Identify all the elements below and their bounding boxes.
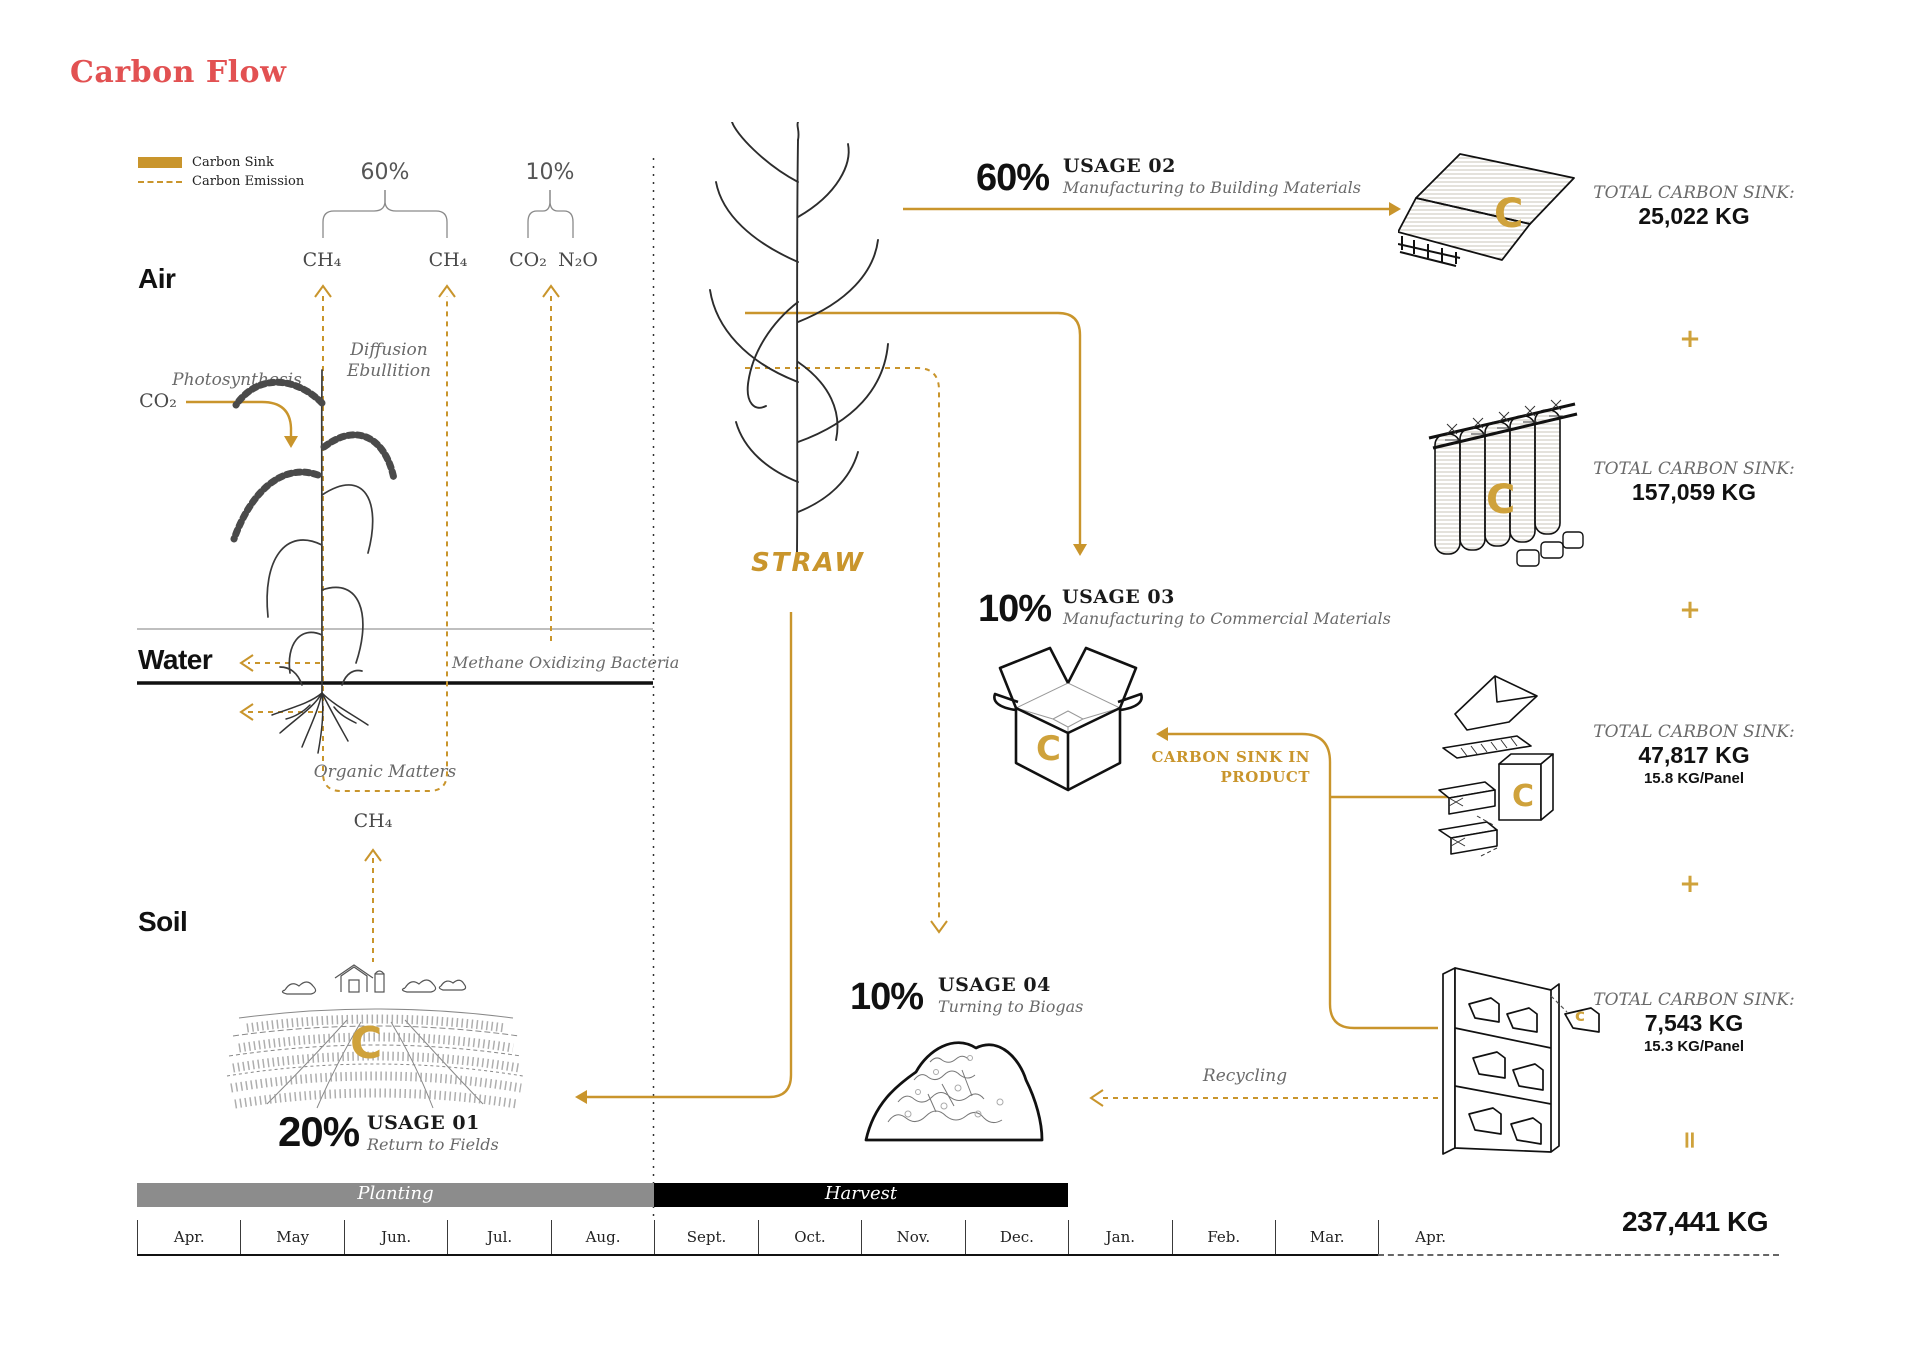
ch4-soil-label: CH₄	[353, 810, 393, 832]
page-title: Carbon Flow	[70, 55, 287, 90]
usage02-desc: Manufacturing to Building Materials	[1063, 178, 1361, 197]
photosynthesis-arrow	[186, 400, 293, 438]
carbon-logo-roof: C	[1494, 191, 1524, 237]
plus-operator-1: +	[1679, 324, 1701, 354]
sink1-label: TOTAL CARBON SINK:	[1593, 183, 1795, 203]
sink2-value: 157,059 KG	[1631, 479, 1757, 505]
product-elbow	[1165, 732, 1438, 1030]
straw-wall-icon	[1428, 399, 1584, 567]
solid-arrowheads	[284, 202, 1401, 1104]
legend-emission-label: Carbon Emission	[192, 174, 305, 189]
usage02-id: USAGE 02	[1063, 155, 1176, 177]
carbon-logo-shelf: c	[1575, 1006, 1586, 1026]
bracket-10pct	[527, 190, 574, 238]
recycling-label: Recycling	[1202, 1066, 1288, 1086]
usage02-pct: 60%	[976, 157, 1050, 199]
straw-plant-illustration	[709, 122, 889, 553]
month-dec: Dec.	[964, 1220, 1068, 1255]
legend-emission-swatch	[138, 181, 182, 183]
sink3-per-panel: 15.8 KG/Panel	[1643, 770, 1745, 787]
month-row: Apr. May Jun. Jul. Aug. Sept. Oct. Nov. …	[137, 1220, 1482, 1255]
planting-bar: Planting	[137, 1183, 654, 1207]
month-apr2: Apr.	[1378, 1220, 1481, 1255]
grand-total: 237,441 KG	[1622, 1206, 1769, 1237]
timeline-baseline-solid	[137, 1254, 1378, 1256]
organic-matters-loop	[322, 296, 448, 792]
usage03-pct: 10%	[978, 588, 1052, 630]
usage04-pct: 10%	[850, 976, 924, 1018]
n2o-label: N₂O	[558, 249, 598, 271]
roof-panel-icon	[1398, 153, 1575, 267]
co2-label: CO₂	[509, 249, 547, 271]
legend-sink-label: Carbon Sink	[192, 155, 274, 170]
month-oct: Oct.	[757, 1220, 861, 1255]
month-feb: Feb.	[1171, 1220, 1275, 1255]
month-jul: Jul.	[447, 1220, 550, 1255]
month-sept: Sept.	[654, 1220, 757, 1255]
bracket-60pct	[322, 190, 448, 238]
usage01-desc: Return to Fields	[367, 1135, 499, 1154]
sink4-per-panel: 15.3 KG/Panel	[1643, 1038, 1745, 1055]
sink1-value: 25,022 KG	[1638, 203, 1750, 229]
plus-operator-2: +	[1679, 595, 1701, 625]
carbon-sink-in-product-line1: CARBON SINK IN	[1151, 748, 1310, 766]
chevron-arrowheads	[239, 284, 1104, 1107]
month-jan: Jan.	[1068, 1220, 1171, 1255]
usage03-elbow	[745, 311, 1082, 546]
sink3-label: TOTAL CARBON SINK:	[1593, 722, 1795, 742]
usage04-desc: Turning to Biogas	[938, 997, 1084, 1016]
zone-air: Air	[138, 263, 176, 294]
sink3-value: 47,817 KG	[1638, 742, 1750, 768]
month-mar: Mar.	[1274, 1220, 1378, 1255]
emission-dashed-lines	[248, 296, 1458, 1099]
usage01-pct: 20%	[278, 1108, 360, 1155]
field-illustration	[226, 964, 524, 1109]
cardboard-box-icon	[993, 646, 1143, 792]
zone-water: Water	[138, 644, 213, 675]
usage03-desc: Manufacturing to Commercial Materials	[1063, 609, 1391, 628]
equals-glyph: =	[1675, 1129, 1704, 1151]
usage01-id: USAGE 01	[367, 1112, 480, 1134]
other-gas-pct: 10%	[525, 160, 575, 185]
month-aug: Aug.	[550, 1220, 654, 1255]
co2-photosynthesis-label: CO₂	[139, 390, 177, 412]
carbon-logo-field: C	[350, 1018, 383, 1069]
sink2-label: TOTAL CARBON SINK:	[1593, 459, 1795, 479]
methane-pct: 60%	[360, 160, 410, 185]
zone-soil: Soil	[138, 906, 188, 937]
carbon-logo-commercial: C	[1512, 779, 1535, 814]
ch4-label-b: CH₄	[428, 249, 468, 271]
shelf-icon	[1442, 967, 1600, 1155]
harvest-bar: Harvest	[654, 1183, 1068, 1207]
commercial-panel-icon	[1438, 675, 1554, 857]
carbon-logo-wall: C	[1486, 477, 1516, 523]
straw-downline	[584, 612, 793, 1099]
organic-matters-label: Organic Matters	[313, 762, 457, 782]
timeline-baseline-dashed	[1378, 1254, 1779, 1256]
plus-operator-3: +	[1679, 869, 1701, 899]
rice-plant-illustration	[230, 369, 398, 754]
month-apr1: Apr.	[137, 1220, 240, 1255]
methane-bacteria-label: Methane Oxidizing Bacteria	[452, 653, 680, 672]
equals-operator: =	[1640, 1126, 1740, 1154]
diffusion-label: Diffusion	[350, 340, 428, 360]
usage04-dashed-elbow	[745, 367, 940, 922]
ebullition-label: Ebullition	[346, 361, 431, 381]
month-may: May	[240, 1220, 343, 1255]
sink4-label: TOTAL CARBON SINK:	[1593, 990, 1795, 1010]
month-nov: Nov.	[861, 1220, 964, 1255]
biogas-pile-illustration	[864, 1041, 1044, 1142]
straw-title: STRAW	[751, 548, 865, 578]
sink4-value: 7,543 KG	[1644, 1010, 1744, 1036]
month-jun: Jun.	[343, 1220, 447, 1255]
sink-solid-lines	[186, 207, 1450, 1099]
usage04-id: USAGE 04	[938, 974, 1051, 996]
legend-sink-swatch	[138, 157, 182, 168]
carbon-sink-in-product-line2: PRODUCT	[1220, 768, 1310, 786]
carbon-logo-box: C	[1036, 729, 1061, 769]
usage03-id: USAGE 03	[1062, 586, 1175, 608]
ch4-label-a: CH₄	[302, 249, 342, 271]
